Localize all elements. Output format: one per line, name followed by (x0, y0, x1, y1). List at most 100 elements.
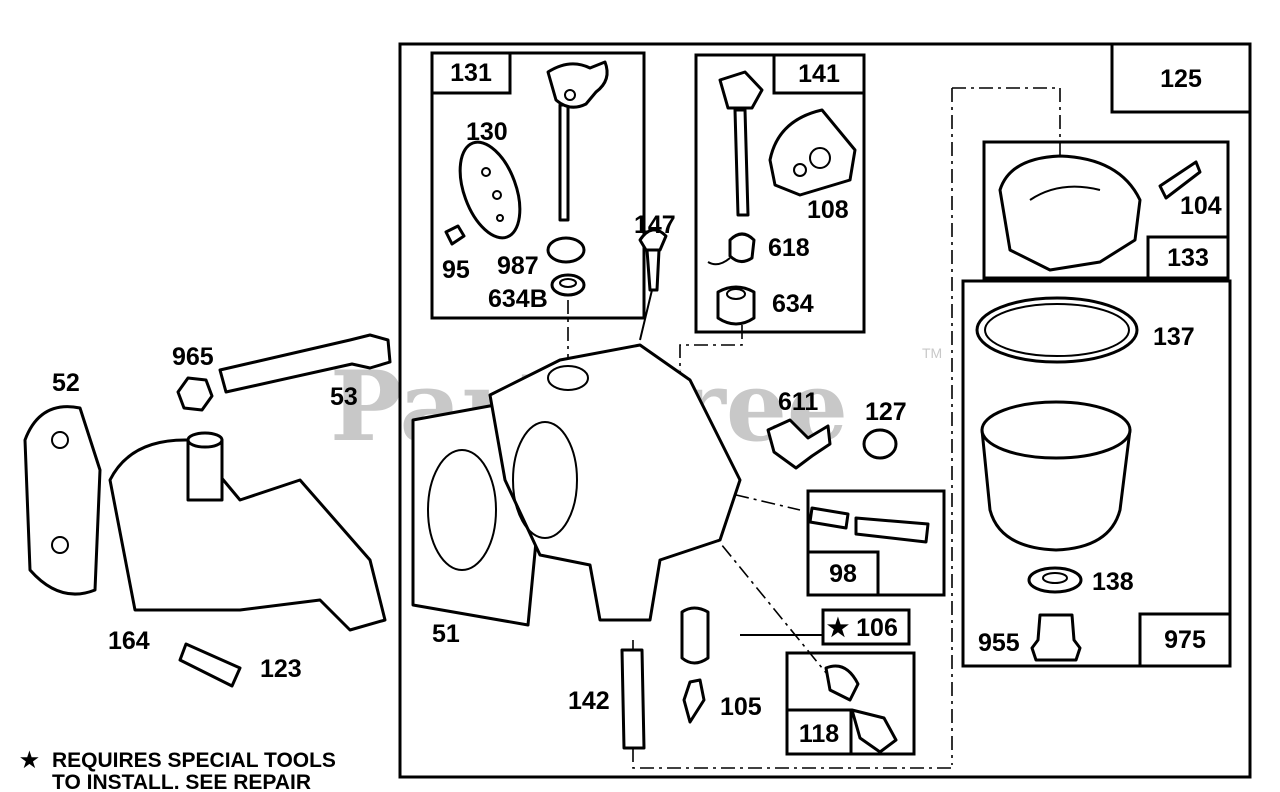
bushing-634[interactable] (716, 285, 756, 326)
watermark-trademark: TM (922, 345, 942, 361)
needle-98[interactable] (854, 516, 930, 544)
gasket-52[interactable] (23, 405, 102, 596)
footnote-line1: REQUIRES SPECIAL TOOLS (52, 749, 336, 772)
label-108: 108 (807, 196, 849, 224)
spring-98[interactable] (808, 506, 850, 530)
callout-box-133[interactable] (1146, 235, 1230, 280)
manifold-stub (186, 438, 224, 502)
washer-138[interactable] (1027, 566, 1083, 594)
float-133-inner (1029, 185, 1101, 201)
choke-plate-hole (809, 147, 831, 169)
label-127: 127 (865, 398, 907, 426)
leader-142 (632, 640, 952, 769)
choke-lever[interactable] (718, 70, 764, 110)
leader-125 (952, 87, 1061, 160)
label-105: 105 (720, 693, 762, 721)
choke-shaft[interactable] (733, 108, 750, 217)
callout-975: 975 (1164, 626, 1206, 654)
label-987: 987 (497, 252, 539, 280)
label-955: 955 (978, 629, 1020, 657)
needle-105[interactable] (682, 678, 706, 724)
callout-141: 141 (798, 60, 840, 88)
gasket-137[interactable] (975, 296, 1139, 364)
screw-147-shank[interactable] (645, 248, 661, 292)
screw-147-head[interactable] (638, 228, 668, 252)
label-52: 52 (52, 369, 80, 397)
callout-box-106[interactable] (821, 608, 911, 646)
choke-plate-hole (793, 163, 807, 177)
seal-634b[interactable] (550, 273, 586, 297)
kit-131-box (430, 51, 646, 320)
throttle-lever-hole (564, 89, 576, 101)
tube-53[interactable] (218, 333, 392, 394)
jet-106[interactable] (680, 606, 710, 665)
main-frame (398, 42, 1252, 779)
label-123: 123 (260, 655, 302, 683)
gasket-137-inner (984, 303, 1130, 357)
callout-box-98[interactable] (806, 550, 880, 597)
label-634: 634 (772, 290, 814, 318)
callout-131: 131 (450, 59, 492, 87)
gasket-52-hole (51, 536, 69, 554)
float-bowl-rim (980, 400, 1132, 460)
label-618: 618 (768, 234, 810, 262)
washer-138-hole (1042, 572, 1068, 584)
callout-98: 98 (829, 560, 857, 588)
callout-106: 106 (856, 614, 898, 642)
footnote-line2: TO INSTALL. SEE REPAIR (52, 771, 311, 792)
callout-box-125[interactable] (1110, 42, 1252, 114)
nut-965[interactable] (176, 376, 214, 412)
label-95: 95 (442, 256, 470, 284)
callout-106-star: ★ (827, 614, 850, 642)
throttle-plate-hole (481, 167, 491, 177)
spring-618[interactable] (728, 232, 756, 263)
callout-box-141[interactable] (772, 53, 866, 95)
label-53: 53 (330, 383, 358, 411)
screw-955[interactable] (1030, 613, 1082, 662)
label-147: 147 (634, 211, 676, 239)
callout-box-131[interactable] (430, 51, 512, 95)
screw-95[interactable] (444, 224, 466, 246)
throttle-lever[interactable] (546, 60, 609, 109)
intake-manifold-164[interactable] (108, 438, 387, 632)
carburetor-body[interactable] (488, 343, 742, 622)
carburetor-bore (512, 421, 578, 539)
callout-133: 133 (1167, 244, 1209, 272)
float-133[interactable] (998, 154, 1142, 272)
pin-104[interactable] (1158, 160, 1202, 200)
bushing-634-hole (726, 288, 746, 300)
callout-box-975[interactable] (1138, 612, 1232, 668)
spring-618-tail (707, 257, 731, 266)
label-634b: 634B (488, 285, 548, 313)
gasket-52-hole (51, 431, 69, 449)
elbow-611[interactable] (766, 418, 832, 470)
kit-975-box (961, 279, 1232, 668)
footnote-star: ★ (20, 749, 39, 772)
plug-127[interactable] (862, 428, 898, 460)
seal-987[interactable] (546, 236, 586, 264)
callout-box-118[interactable] (785, 708, 853, 756)
screw-123[interactable] (178, 642, 242, 688)
float-bowl[interactable] (980, 428, 1132, 552)
seal-634b-hole (559, 278, 577, 288)
leader-634 (679, 325, 743, 380)
label-104: 104 (1180, 192, 1222, 220)
label-611: 611 (778, 388, 818, 416)
label-130: 130 (466, 118, 508, 146)
label-137: 137 (1153, 323, 1195, 351)
label-51: 51 (432, 620, 460, 648)
screw-118[interactable] (850, 708, 898, 754)
manifold-stub-top (186, 431, 224, 449)
throttle-plate-hole (496, 214, 504, 222)
callout-118: 118 (799, 720, 839, 748)
gasket-51-bore (427, 449, 497, 571)
throttle-plate-hole (492, 190, 502, 200)
leader-147 (639, 289, 653, 341)
throttle-plate-130[interactable] (448, 134, 531, 246)
spring-118[interactable] (824, 664, 860, 702)
throttle-shaft[interactable] (558, 103, 570, 222)
label-164: 164 (108, 627, 150, 655)
carburetor-shaft-boss (547, 365, 589, 391)
tube-142[interactable] (620, 648, 646, 750)
